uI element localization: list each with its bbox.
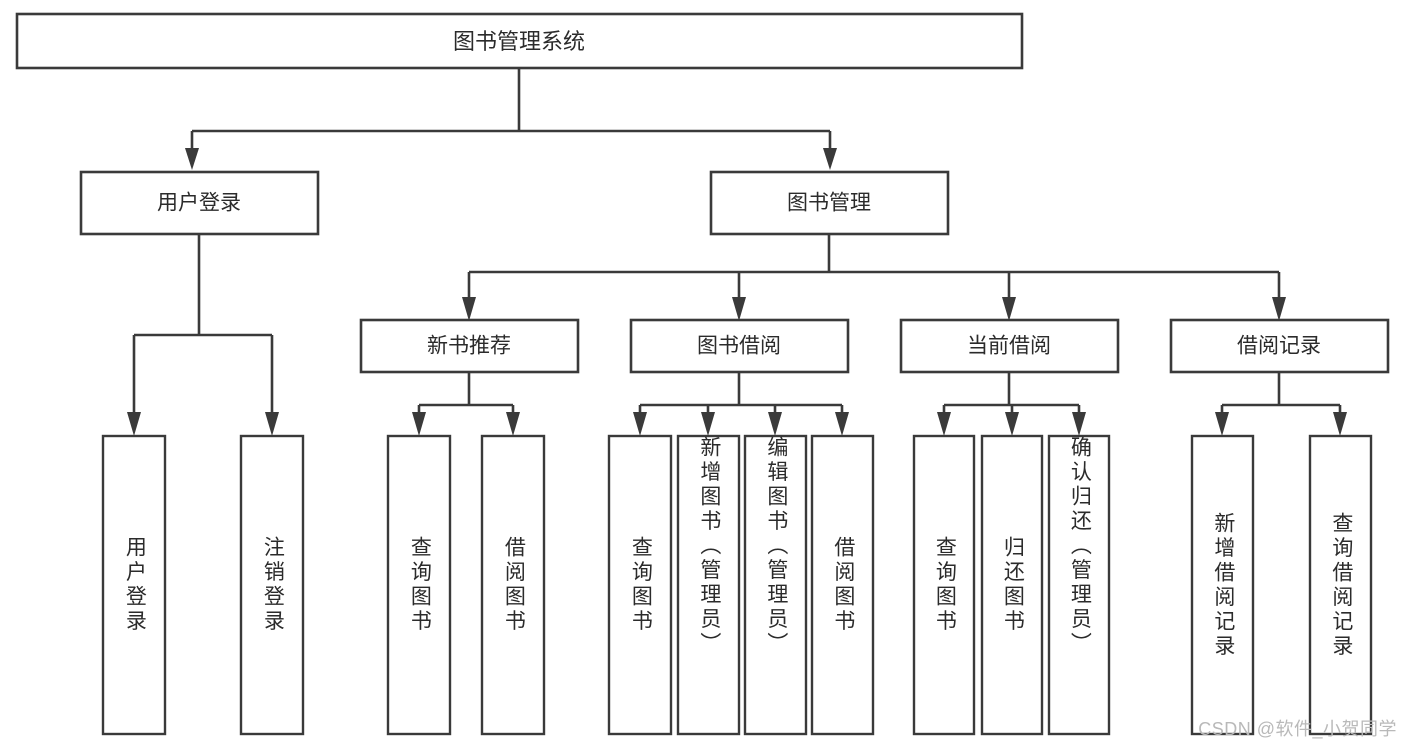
node-book-borrow-box[interactable] (629, 318, 850, 374)
node-new-book-recommend-box[interactable] (359, 318, 580, 374)
arrow-head-level3-3 (1272, 297, 1286, 321)
arrow-head-level2-1 (823, 148, 837, 170)
arrow-head-nbr-0 (412, 412, 426, 436)
node-book-management-label: 图书管理 (787, 192, 871, 215)
csdn-watermark: CSDN @软件_小贺同学 (1198, 719, 1397, 739)
node-borrow-record-box[interactable] (1169, 318, 1390, 374)
arrow-head-cb-0 (937, 412, 951, 436)
arrow-head-br-1 (1333, 412, 1347, 436)
node-book-management-box[interactable] (709, 170, 950, 236)
leaf-box-borrow-record-1[interactable] (1308, 434, 1373, 736)
node-current-borrow-label: 当前借阅 (967, 335, 1051, 358)
arrow-head-level3-0 (462, 297, 476, 321)
node-user-login-label: 用户登录 (157, 192, 241, 215)
leaf-box-current-borrow-0[interactable] (912, 434, 976, 736)
node-root-box[interactable] (15, 12, 1024, 70)
leaf-box-user-login-0[interactable] (101, 434, 167, 736)
arrow-head-cb-2 (1072, 412, 1086, 436)
arrow-head-bb-1 (701, 412, 715, 436)
node-root-label: 图书管理系统 (453, 29, 585, 54)
arrow-head-bb-0 (633, 412, 647, 436)
leaf-box-book-borrow-2[interactable] (743, 434, 808, 736)
arrow-head-bb-2 (768, 412, 782, 436)
arrow-head-level2-0 (185, 148, 199, 170)
leaf-box-book-borrow-3[interactable] (810, 434, 875, 736)
leaf-box-book-borrow-0[interactable] (607, 434, 673, 736)
node-current-borrow-box[interactable] (899, 318, 1120, 374)
leaf-box-user-login-1[interactable] (239, 434, 305, 736)
leaf-box-current-borrow-1[interactable] (980, 434, 1044, 736)
node-borrow-record-label: 借阅记录 (1237, 335, 1321, 358)
leaf-box-new-book-recommend-0[interactable] (386, 434, 452, 736)
arrow-head-level3-2 (1002, 297, 1016, 321)
node-new-book-recommend-label: 新书推荐 (427, 335, 511, 358)
arrow-head-user-login-1 (265, 412, 279, 436)
arrow-head-user-login-0 (127, 412, 141, 436)
leaf-box-new-book-recommend-1[interactable] (480, 434, 546, 736)
arrow-head-bb-3 (835, 412, 849, 436)
arrow-head-cb-1 (1005, 412, 1019, 436)
leaf-box-current-borrow-2[interactable] (1047, 434, 1111, 736)
leaf-box-borrow-record-0[interactable] (1190, 434, 1255, 736)
node-book-borrow-label: 图书借阅 (697, 335, 781, 358)
arrow-head-level3-1 (732, 297, 746, 321)
arrow-head-br-0 (1215, 412, 1229, 436)
leaf-box-book-borrow-1[interactable] (676, 434, 741, 736)
arrow-head-nbr-1 (506, 412, 520, 436)
